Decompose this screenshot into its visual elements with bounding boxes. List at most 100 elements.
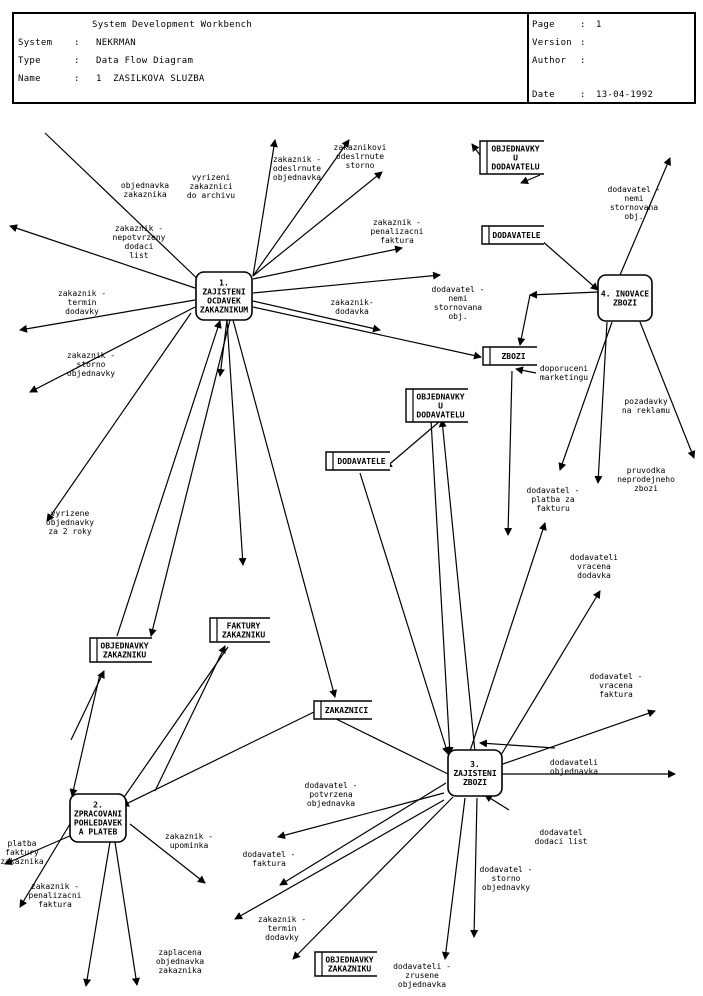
- flow-label-f9-line: dodavka: [335, 307, 369, 316]
- title-block-divider: [527, 14, 529, 102]
- flow-label-f15-line: zbozi: [634, 484, 658, 493]
- flow-arrow: [154, 645, 226, 792]
- flow-arrow: [438, 419, 476, 753]
- flow-label-f24-line: termin: [268, 924, 297, 933]
- store-s_obj_zak-label-line: OBJEDNAVKY: [100, 642, 148, 651]
- store-s_faktury-outline: [209, 617, 270, 643]
- flow-label-f26: zakaznik -upominka: [165, 832, 213, 850]
- store-s_zbozi-bg: [483, 347, 537, 365]
- flow-arrow: [252, 271, 441, 294]
- type-label: Type: [18, 56, 41, 66]
- flow-label-f19-line: objednavka: [550, 767, 598, 776]
- store-s_obj_zak-bg: [90, 638, 152, 662]
- flow-arrow: [499, 709, 656, 766]
- flow-label-f2-line: do archivu: [187, 191, 235, 200]
- store-s_zakaznici-bg: [314, 701, 372, 719]
- flow-label-f29-line: zaplacena: [158, 948, 202, 957]
- flow-label-f22-line: dodavatel: [539, 828, 583, 837]
- flow-label-f27-line: zakaznika: [0, 857, 44, 866]
- flow-label-f7-line: dodavky: [65, 307, 99, 316]
- flow-label-f19-line: dodavateli: [550, 758, 598, 767]
- flow-arrow: [234, 799, 445, 920]
- flow-arrow: [359, 472, 450, 755]
- date-label: Date: [532, 90, 555, 100]
- flow-arrow: [292, 796, 454, 960]
- store-s_zbozi-label: ZBOZI: [501, 352, 525, 361]
- flow-label-f2-line: vyrizeni: [192, 173, 231, 182]
- flow-arrow: [321, 711, 449, 775]
- flow-arrow: [517, 294, 531, 346]
- workbench-title: System Development Workbench: [92, 20, 253, 30]
- flow-arrow: [148, 319, 231, 637]
- flow-label-f17-line: vracena: [577, 562, 611, 571]
- flow-label-f28-line: faktura: [38, 900, 72, 909]
- flow-label-f8-line: stornovana: [434, 303, 482, 312]
- flow-label-f23-line: dodavatel -: [480, 865, 533, 874]
- flow-label-f20-line: potvrzena: [309, 790, 353, 799]
- flow-arrows: [4, 132, 696, 987]
- flow-label-f21-line: faktura: [252, 859, 286, 868]
- type-value: Data Flow Diagram: [96, 56, 194, 66]
- store-s_zbozi-outline: [482, 346, 537, 366]
- flow-label-f8-line: obj.: [448, 312, 467, 321]
- flow-label-f25-line: zrusene: [405, 971, 439, 980]
- process-p3-box: [447, 749, 503, 797]
- flow-arrow: [639, 321, 696, 459]
- store-s_faktury-label-line: ZAKAZNIKU: [222, 631, 266, 640]
- store-s_dodavatele_mid-label: DODAVATELE: [337, 457, 385, 466]
- process-p3-label-line: ZBOZI: [463, 778, 487, 787]
- flow-label-f16-line: platba za: [531, 495, 575, 504]
- flow-label-f9-line: zakaznik-: [330, 298, 373, 307]
- flow-label-f14-line: na reklamu: [622, 406, 670, 415]
- flow-arrow: [619, 157, 671, 276]
- flow-label-f16-line: fakturu: [536, 504, 570, 513]
- flow-arrow: [484, 794, 510, 811]
- flow-arrow: [226, 319, 247, 566]
- flow-label-f16-line: dodavatel -: [527, 486, 580, 495]
- flow-arrow: [279, 782, 447, 886]
- flow-arrow: [119, 646, 229, 804]
- flow-label-f18-line: faktura: [599, 690, 633, 699]
- store-s_obj_zak_bottom-label-line: ZAKAZNIKU: [328, 965, 372, 974]
- flow-label-f5-line: list: [129, 251, 148, 260]
- flow-arrow: [470, 797, 479, 938]
- store-s_obj_dod_top-label-line: DODAVATELU: [491, 163, 539, 172]
- flow-label-f17-line: dodavka: [577, 571, 611, 580]
- store-s_dodavatele_mid-outline: [325, 451, 390, 471]
- flow-label-f25-line: dodavateli -: [393, 962, 451, 971]
- flow-label-f13-line: marketingu: [540, 373, 588, 382]
- flow-label-f15-line: neprodejneho: [617, 475, 675, 484]
- flow-label-f20-line: objednavka: [307, 799, 355, 808]
- flow-label-f12-line: stornovana: [610, 203, 658, 212]
- author-colon: :: [580, 56, 586, 66]
- flow-arrow: [29, 306, 196, 393]
- flow-label-f24-line: zakaznik -: [258, 915, 306, 924]
- type-colon: :: [74, 56, 80, 66]
- process-p4-label-line: ZBOZI: [613, 299, 637, 308]
- flow-label-f28-line: penalizacni: [29, 891, 82, 900]
- flow-label-f12-line: obj.: [624, 212, 643, 221]
- store-s_obj_zak-outline: [89, 637, 152, 663]
- flow-arrow: [515, 366, 537, 375]
- process-p2-label-line: POHLEDAVEK: [74, 819, 122, 828]
- flow-arrow: [594, 321, 608, 484]
- flow-label-f2-line: zakaznici: [189, 182, 233, 191]
- flow-label-f8-line: dodavatel -: [432, 285, 485, 294]
- flow-label-f4-line: zakaznikovi: [334, 143, 387, 152]
- process-p1-label-line: OCDAVEK: [207, 297, 241, 306]
- title-block: System Development Workbench System : NE…: [12, 12, 696, 104]
